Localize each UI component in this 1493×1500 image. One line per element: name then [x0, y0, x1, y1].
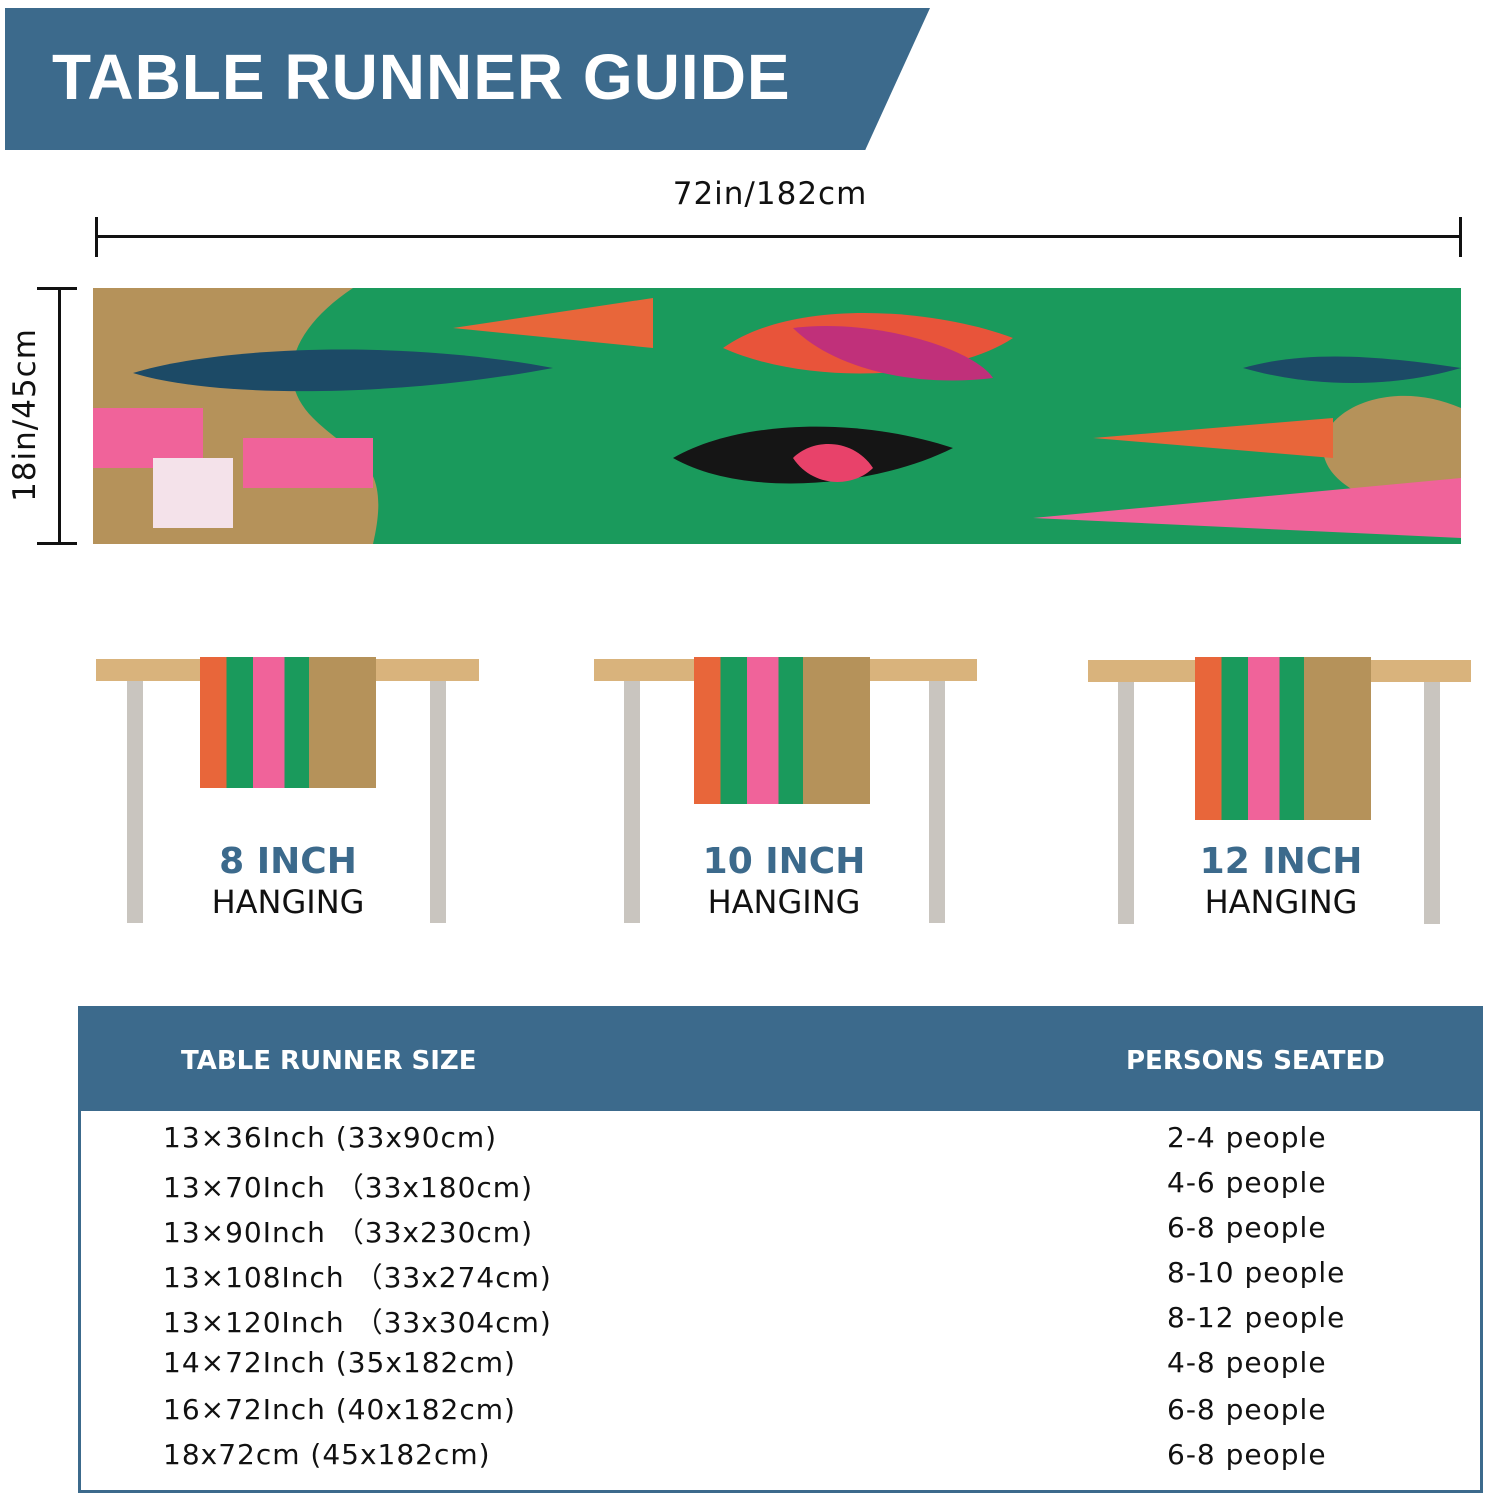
runner-hanging-8in — [200, 657, 376, 788]
hanging-label-10in: 10 INCH HANGING — [634, 842, 934, 922]
width-tick-bottom — [37, 542, 77, 545]
title-banner — [5, 8, 930, 150]
table-row: 13×36Inch (33x90cm) 2-4 people — [81, 1121, 1480, 1166]
table-row: 14×72Inch (35x182cm) 4-8 people — [81, 1346, 1480, 1391]
persons-cell: 6-8 people — [1167, 1393, 1327, 1426]
hanging-size: 8 INCH — [219, 841, 357, 882]
persons-cell: 6-8 people — [1167, 1211, 1327, 1244]
length-label: 72in/182cm — [672, 176, 868, 212]
runner-pattern-image — [93, 288, 1461, 544]
size-table: TABLE RUNNER SIZE PERSONS SEATED 13×36In… — [78, 1006, 1483, 1493]
table-header: TABLE RUNNER SIZE PERSONS SEATED — [81, 1009, 1480, 1111]
table-row: 18x72cm (45x182cm) 6-8 people — [81, 1438, 1480, 1483]
size-cell: 16×72Inch (40x182cm) — [163, 1393, 516, 1426]
table-row: 13×108Inch （33x274cm) 8-10 people — [81, 1256, 1480, 1301]
length-tick-right — [1459, 217, 1462, 257]
size-cell: 14×72Inch (35x182cm) — [163, 1346, 516, 1379]
table-row: 16×72Inch (40x182cm) 6-8 people — [81, 1393, 1480, 1438]
size-cell: 13×90Inch （33x230cm) — [163, 1216, 534, 1249]
persons-cell: 6-8 people — [1167, 1438, 1327, 1471]
persons-cell: 4-6 people — [1167, 1166, 1327, 1199]
hanging-label-8in: 8 INCH HANGING — [138, 842, 438, 922]
table-leg — [1424, 682, 1440, 924]
persons-cell: 8-10 people — [1167, 1256, 1346, 1289]
hanging-label-12in: 12 INCH HANGING — [1131, 842, 1431, 922]
table-row: 13×70Inch （33x180cm) 4-6 people — [81, 1166, 1480, 1211]
size-cell: 18x72cm (45x182cm) — [163, 1438, 491, 1471]
page-title: TABLE RUNNER GUIDE — [52, 41, 791, 113]
size-cell: 13×70Inch （33x180cm) — [163, 1171, 534, 1204]
hanging-size: 10 INCH — [702, 841, 866, 882]
hanging-text: HANGING — [707, 883, 861, 921]
length-tick-left — [95, 217, 98, 257]
table-leg — [1118, 682, 1134, 924]
runner-hanging-12in — [1195, 657, 1371, 820]
table-leg — [430, 681, 446, 923]
persons-cell: 2-4 people — [1167, 1121, 1327, 1154]
table-leg — [624, 681, 640, 923]
size-cell: 13×108Inch （33x274cm) — [163, 1261, 552, 1294]
hanging-text: HANGING — [1204, 883, 1358, 921]
length-dimension-line — [97, 235, 1461, 238]
runner-hanging-10in — [694, 657, 870, 804]
table-row: 13×90Inch （33x230cm) 6-8 people — [81, 1211, 1480, 1256]
size-cell: 13×120Inch （33x304cm) — [163, 1306, 552, 1339]
width-label: 18in/45cm — [7, 328, 43, 502]
width-tick-top — [37, 287, 77, 290]
table-leg — [127, 681, 143, 923]
size-cell: 13×36Inch (33x90cm) — [163, 1121, 498, 1154]
persons-cell: 4-8 people — [1167, 1346, 1327, 1379]
table-row: 13×120Inch （33x304cm) 8-12 people — [81, 1301, 1480, 1346]
column-header-size: TABLE RUNNER SIZE — [181, 1046, 477, 1076]
hanging-size: 12 INCH — [1199, 841, 1363, 882]
hanging-text: HANGING — [211, 883, 365, 921]
width-dimension-line — [58, 288, 61, 544]
column-header-persons: PERSONS SEATED — [1126, 1046, 1385, 1076]
table-leg — [929, 681, 945, 923]
persons-cell: 8-12 people — [1167, 1301, 1346, 1334]
